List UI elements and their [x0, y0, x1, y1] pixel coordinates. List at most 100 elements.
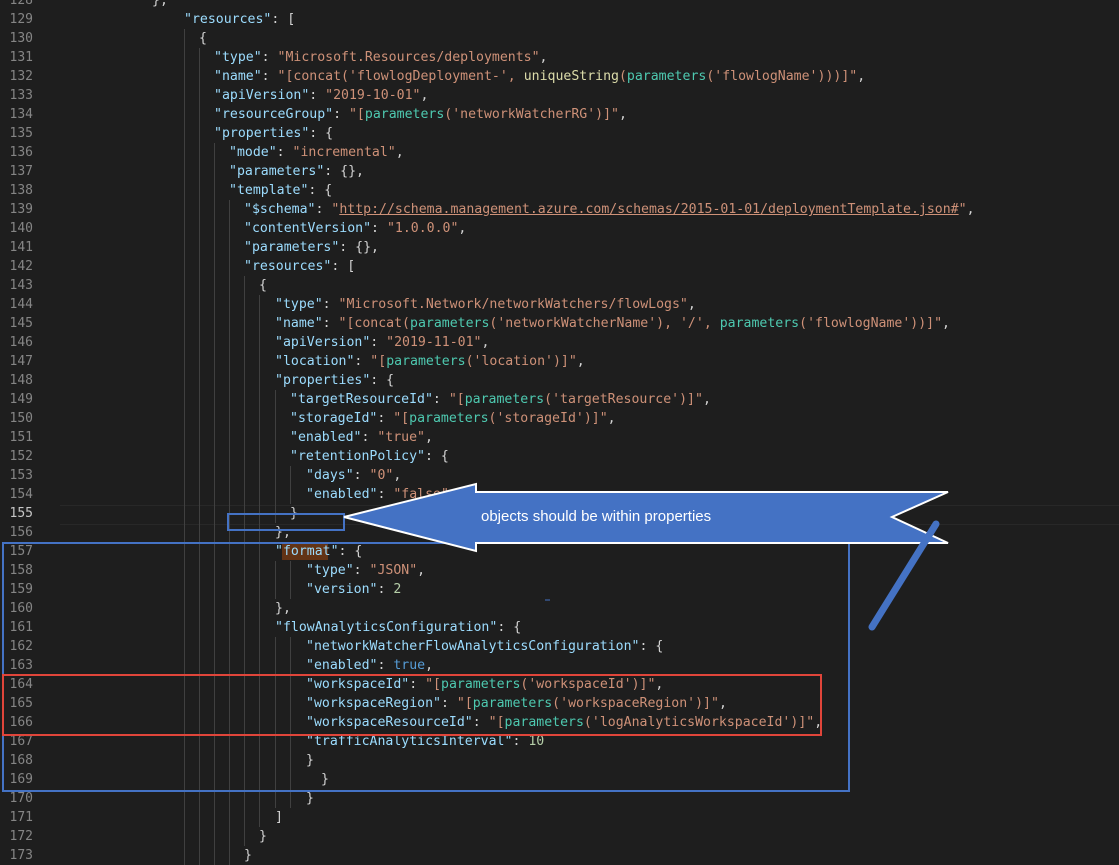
code-line[interactable]: 154"enabled": "false" — [0, 485, 1119, 504]
code-line[interactable]: 129"resources": [ — [0, 10, 1119, 29]
indent-guide — [244, 409, 245, 428]
indent-guide — [290, 580, 291, 599]
indent-guide — [199, 485, 200, 504]
indent-guide — [275, 694, 276, 713]
code-line[interactable]: 158"type": "JSON", — [0, 561, 1119, 580]
code-line[interactable]: 160}, — [0, 599, 1119, 618]
code-line[interactable]: 170} — [0, 789, 1119, 808]
indent-guide — [184, 219, 185, 238]
code-line[interactable]: 166 "workspaceResourceId": "[parameters('… — [0, 713, 1119, 732]
code-line[interactable]: 128}, — [0, 0, 1119, 10]
code-line[interactable]: 151"enabled": "true", — [0, 428, 1119, 447]
code-token: : — [276, 145, 293, 160]
code-line[interactable]: 162"networkWatcherFlowAnalyticsConfigura… — [0, 637, 1119, 656]
code-line[interactable]: 159"version": 2 — [0, 580, 1119, 599]
indent-guide — [214, 466, 215, 485]
code-line[interactable]: 164"workspaceId": "[parameters('workspac… — [0, 675, 1119, 694]
code-token: }, — [275, 525, 291, 540]
indent-guide — [214, 409, 215, 428]
code-token: "false" — [393, 487, 449, 502]
code-line[interactable]: 163"enabled": true, — [0, 656, 1119, 675]
code-line[interactable]: 140"contentVersion": "1.0.0.0", — [0, 219, 1119, 238]
code-line[interactable]: 146"apiVersion": "2019-11-01", — [0, 333, 1119, 352]
code-token: "enabled" — [290, 430, 362, 445]
indent-guide — [184, 352, 185, 371]
code-text: } — [259, 827, 267, 846]
code-line[interactable]: 172} — [0, 827, 1119, 846]
indent-guide — [184, 675, 185, 694]
code-line[interactable]: 168} — [0, 751, 1119, 770]
indent-guide — [229, 219, 230, 238]
code-line[interactable]: 169} — [0, 770, 1119, 789]
indent-guide — [214, 542, 215, 561]
code-text: "resources": [ — [244, 257, 355, 276]
code-line[interactable]: 165"workspaceRegion": "[parameters('work… — [0, 694, 1119, 713]
code-token: 'workspaceId' — [528, 677, 632, 692]
code-line[interactable]: 157"format": { — [0, 542, 1119, 561]
indent-guide — [275, 751, 276, 770]
code-line[interactable]: 138"template": { — [0, 181, 1119, 200]
code-line[interactable]: 134"resourceGroup": "[parameters('networ… — [0, 105, 1119, 124]
code-line[interactable]: 153"days": "0", — [0, 466, 1119, 485]
indent-guide — [199, 105, 200, 124]
code-line[interactable]: 145"name": "[concat(parameters('networkW… — [0, 314, 1119, 333]
code-line[interactable]: 147"location": "[parameters('location')]… — [0, 352, 1119, 371]
code-token: ( — [444, 107, 453, 122]
code-line[interactable]: 167"trafficAnalyticsInterval": 10 — [0, 732, 1119, 751]
code-line[interactable]: 130{ — [0, 29, 1119, 48]
code-token: parameters — [719, 316, 800, 331]
indent-guide — [229, 732, 230, 751]
code-token: : { — [308, 183, 333, 198]
code-line[interactable]: 143{ — [0, 276, 1119, 295]
code-line[interactable]: 161"flowAnalyticsConfiguration": { — [0, 618, 1119, 637]
indent-guide — [229, 276, 230, 295]
code-line[interactable]: 149"targetResourceId": "[parameters('tar… — [0, 390, 1119, 409]
code-line[interactable]: 171] — [0, 808, 1119, 827]
code-line[interactable]: 139"$schema": "http://schema.management.… — [0, 200, 1119, 219]
code-text: } — [244, 846, 252, 865]
code-text: "template": { — [229, 181, 332, 200]
indent-guide — [199, 447, 200, 466]
code-token: "$schema" — [244, 202, 316, 217]
indent-guide — [184, 447, 185, 466]
code-line[interactable]: 142"resources": [ — [0, 257, 1119, 276]
line-number: 166 — [9, 715, 33, 730]
code-line[interactable]: 152"retentionPolicy": { — [0, 447, 1119, 466]
code-token: : — [353, 563, 370, 578]
code-text: "enabled": true, — [306, 656, 433, 675]
code-line[interactable]: 137"parameters": {}, — [0, 162, 1119, 181]
indent-guide — [244, 675, 245, 694]
code-token: 'flowlogDeployment-' — [349, 69, 508, 84]
code-token: "parameters" — [244, 240, 340, 255]
code-line[interactable]: 156}, — [0, 523, 1119, 542]
code-line[interactable]: 135"properties": { — [0, 124, 1119, 143]
indent-guide — [229, 542, 230, 561]
indent-guide — [259, 770, 260, 789]
code-line[interactable]: 144"type": "Microsoft.Network/networkWat… — [0, 295, 1119, 314]
code-line[interactable]: 132"name": "[concat('flowlogDeployment-'… — [0, 67, 1119, 86]
code-token: "name" — [214, 69, 262, 84]
indent-guide — [259, 447, 260, 466]
indent-guide — [290, 732, 291, 751]
code-text: { — [259, 276, 267, 295]
code-text: "location": "[parameters('location')]", — [275, 352, 585, 371]
indent-guide — [244, 751, 245, 770]
code-line[interactable]: 141"parameters": {}, — [0, 238, 1119, 257]
code-token: "Microsoft.Resources/deployments" — [277, 50, 540, 65]
code-line[interactable]: 173} — [0, 846, 1119, 865]
code-token: "0" — [369, 468, 394, 483]
code-line[interactable]: 131"type": "Microsoft.Resources/deployme… — [0, 48, 1119, 67]
code-line[interactable]: 148"properties": { — [0, 371, 1119, 390]
code-token: "[ — [448, 392, 465, 407]
indent-guide — [229, 295, 230, 314]
line-number: 158 — [9, 563, 33, 578]
code-text: "workspaceResourceId": "[parameters('log… — [306, 713, 822, 732]
code-line[interactable]: 150"storageId": "[parameters('storageId'… — [0, 409, 1119, 428]
code-line[interactable]: 136"mode": "incremental", — [0, 143, 1119, 162]
code-line[interactable]: 133"apiVersion": "2019-10-01", — [0, 86, 1119, 105]
indent-guide — [214, 352, 215, 371]
indent-guide — [259, 352, 260, 371]
indent-guide — [275, 656, 276, 675]
code-token: : [ — [331, 259, 356, 274]
